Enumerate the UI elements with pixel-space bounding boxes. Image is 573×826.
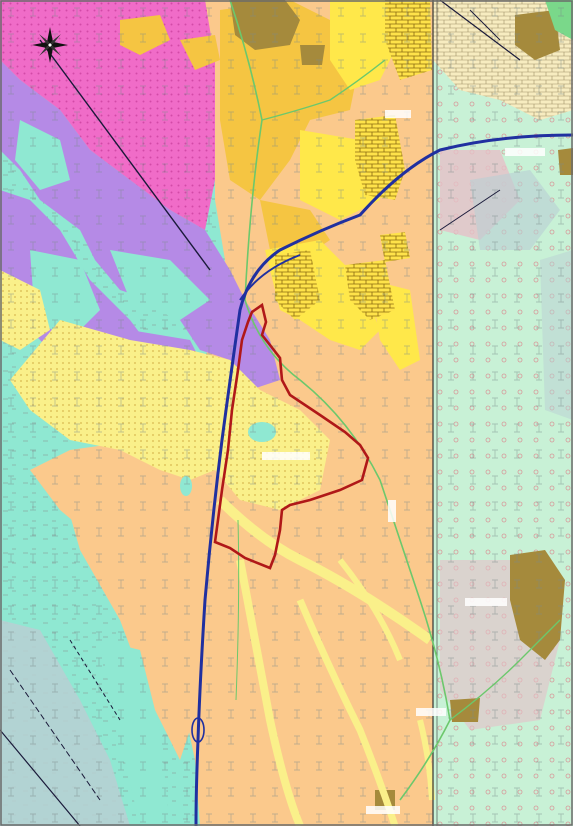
fault-line-sw: [0, 729, 81, 826]
study-area-boundary: [213, 302, 370, 570]
north-arrow-icon: [32, 27, 68, 63]
highway: [194, 133, 573, 826]
study-area-label-box: [262, 452, 310, 460]
highway-marker: [191, 717, 205, 743]
fault-line-nw: [39, 39, 211, 271]
minor-road-north-south: [229, 0, 451, 801]
